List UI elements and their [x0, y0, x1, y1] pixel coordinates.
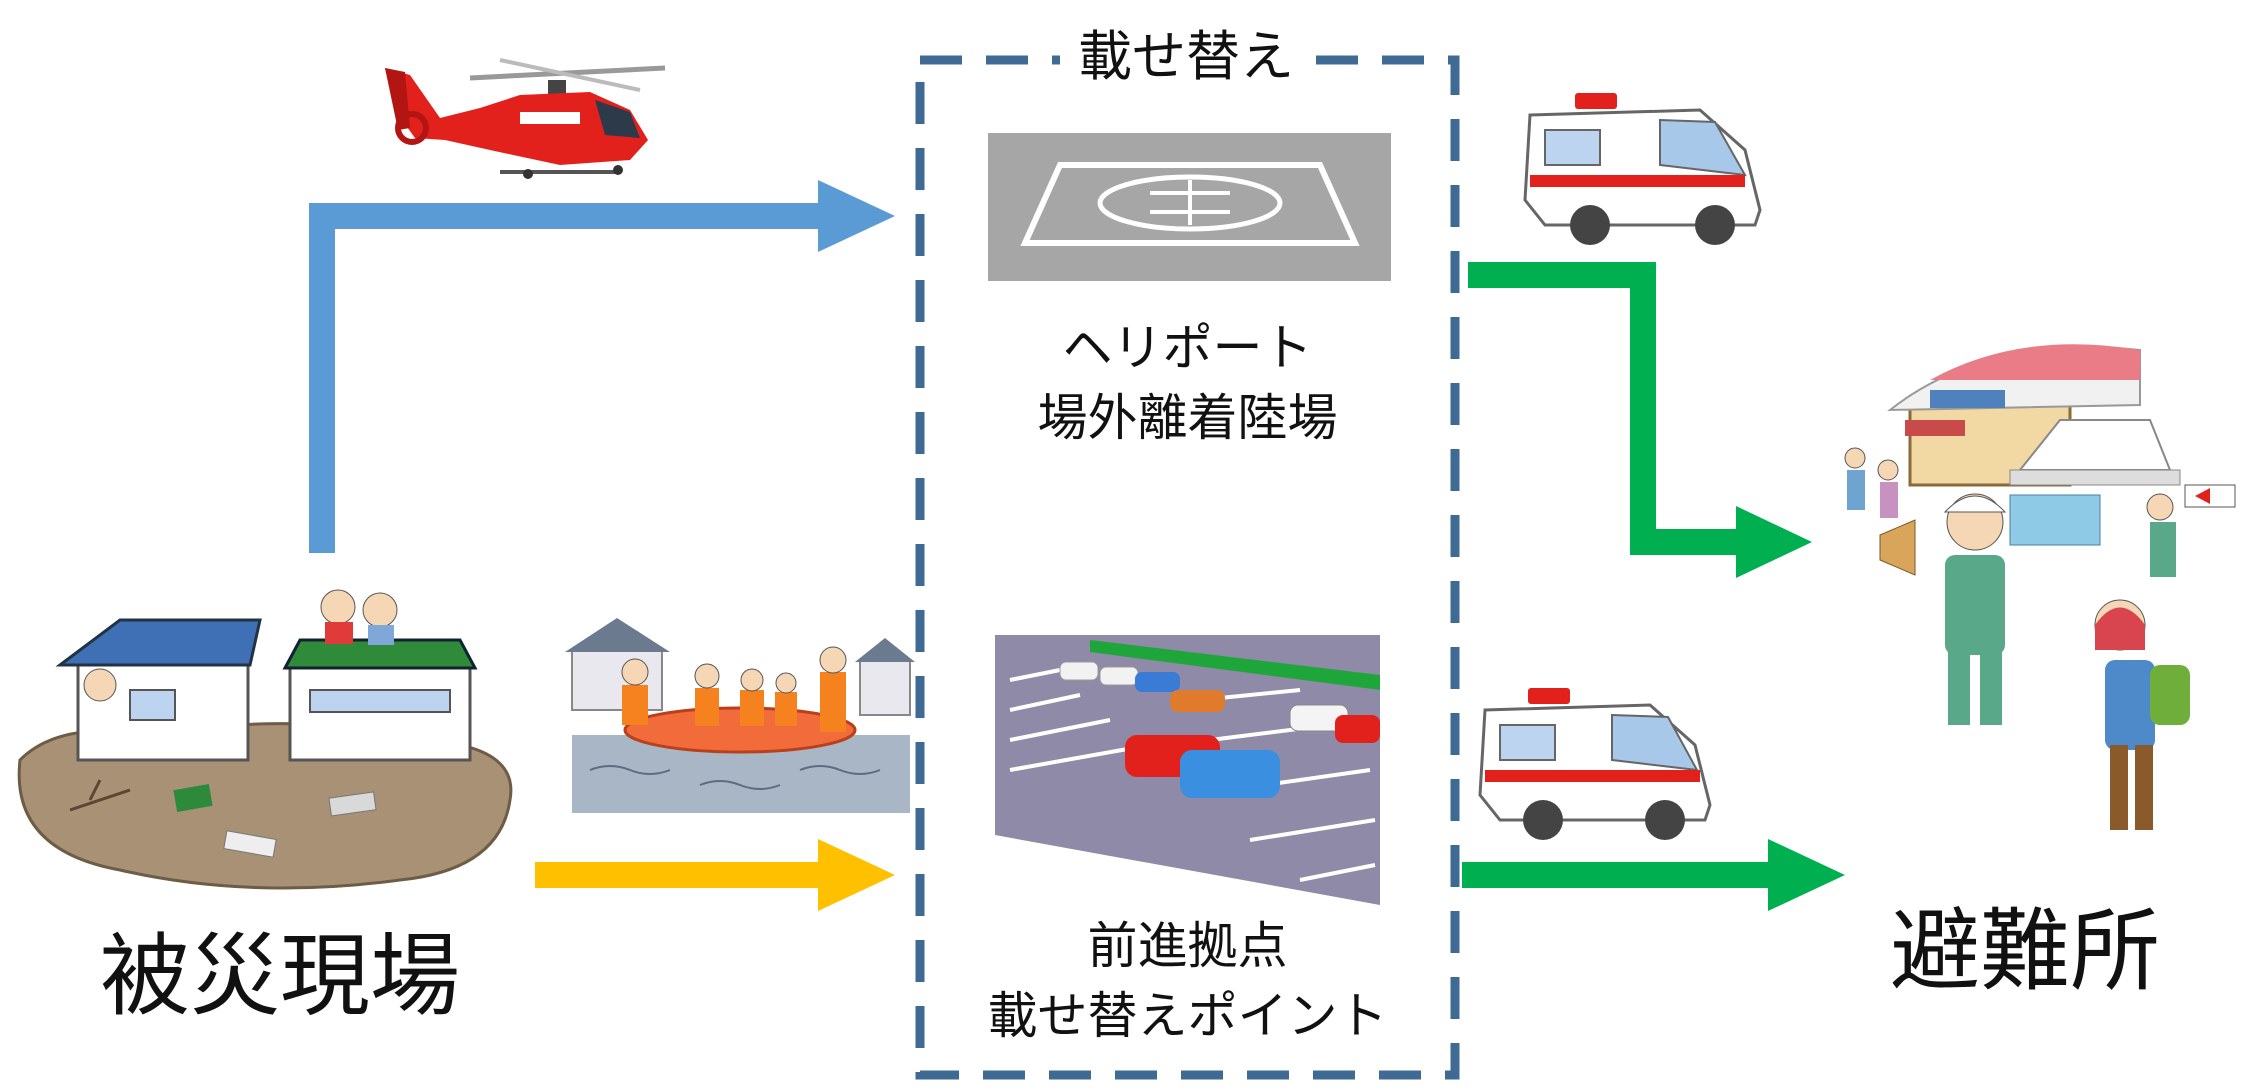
evacuation-shelter-icon — [1844, 344, 2236, 830]
parking-lot-icon — [995, 635, 1380, 905]
disaster-site-label: 被災現場 — [100, 924, 460, 1029]
transfer-title-label: 載せ替え — [1060, 25, 1312, 89]
ambulance-icon-top — [1523, 93, 1762, 245]
base-label-line2: 載せ替えポイント — [987, 987, 1388, 1045]
flooded-houses-icon — [17, 589, 513, 890]
ambulance-route-arrow-top — [1468, 262, 1812, 578]
ground-route-arrow — [535, 839, 895, 911]
ambulance-icon-bottom — [1478, 688, 1712, 840]
heliport-label-line1: ヘリポート — [1062, 319, 1313, 377]
heliport-pad-icon — [988, 133, 1391, 281]
shelter-label: 避難所 — [1890, 899, 2160, 1004]
helicopter-icon — [385, 58, 666, 179]
base-label-line1: 前進拠点 — [1087, 917, 1288, 975]
rescue-boat-icon — [565, 618, 915, 813]
heliport-label-line2: 場外離着陸場 — [1037, 389, 1338, 447]
ambulance-route-arrow-bottom — [1462, 839, 1845, 911]
air-route-arrow — [309, 180, 895, 553]
